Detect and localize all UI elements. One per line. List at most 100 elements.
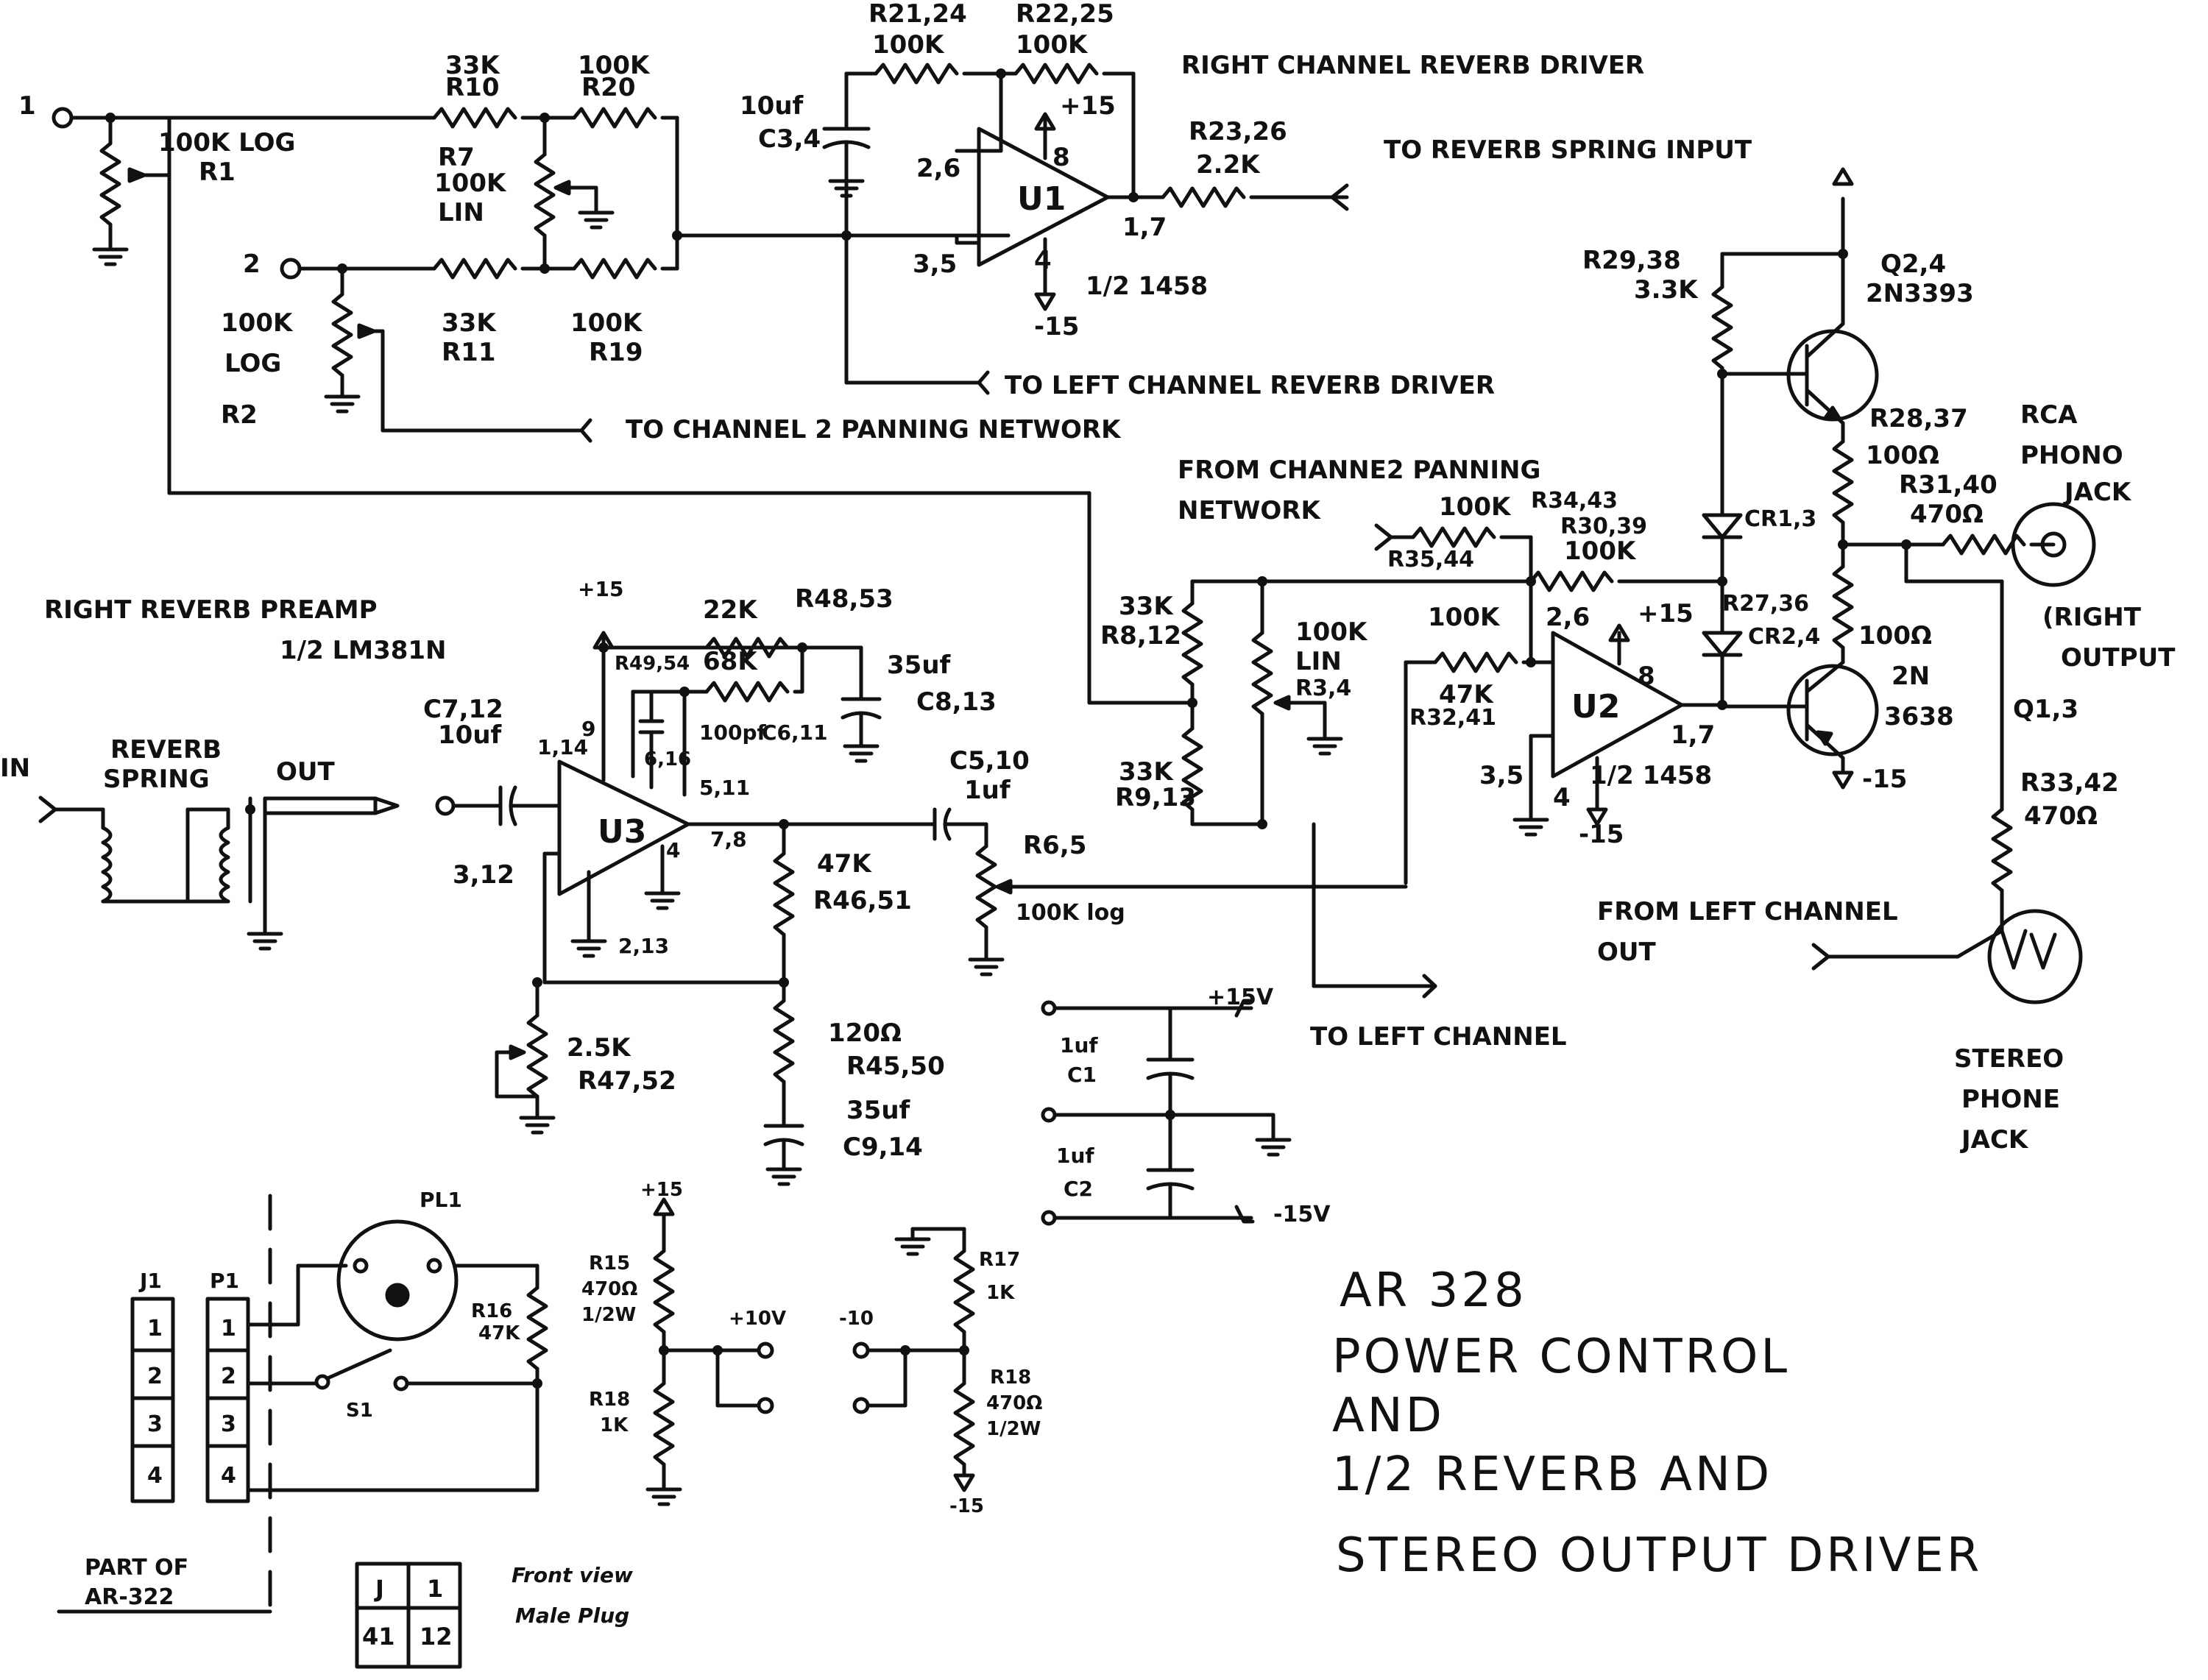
c2-value: 1uf (1056, 1144, 1094, 1168)
u3-pin-312: 3,12 (453, 860, 514, 890)
q2-ref: Q2,4 (1880, 249, 1946, 279)
component-labels: 1 2 100K LOG R1 100K LOG R2 33K R10 100K… (0, 0, 2176, 1651)
right-output-line1: (RIGHT (2042, 603, 2142, 632)
junction-dots (105, 68, 1911, 1389)
r27-ref: R27,36 (1722, 591, 1809, 617)
ps-plus15: +15 (640, 1179, 683, 1201)
u1-pin-35: 3,5 (913, 249, 957, 279)
cr13-label: CR1,3 (1744, 506, 1816, 532)
r35-value: 100K (1439, 492, 1512, 522)
rca-line1: RCA (2020, 400, 2078, 430)
p1-pin-1: 1 (221, 1316, 236, 1341)
c1-ref: C1 (1067, 1063, 1097, 1087)
r15-ref: R15 (589, 1252, 630, 1275)
r21-ref: R21,24 (868, 0, 967, 29)
to-reverb-spring-input: TO REVERB SPRING INPUT (1384, 135, 1752, 165)
r33-ref: R33,42 (2020, 768, 2119, 798)
r33-value: 470Ω (2024, 801, 2098, 831)
u3-pin-78: 7,8 (710, 827, 747, 851)
from-left-channel-out-line1: FROM LEFT CHANNEL (1597, 897, 1898, 926)
u1-pin-26: 2,6 (916, 154, 960, 183)
plug-j: J (374, 1575, 384, 1603)
r3-lin: LIN (1295, 647, 1342, 676)
plug-41: 41 (362, 1623, 395, 1651)
r19-value: 100K (570, 308, 643, 338)
r10-value: 33K (445, 51, 500, 80)
r20-ref: R20 (581, 73, 636, 102)
r47-value: 2.5K (567, 1033, 631, 1063)
r18-value: 1K (600, 1414, 629, 1436)
q1-ref: Q1,3 (2013, 695, 2078, 724)
u1-pin-4: 4 (1034, 246, 1052, 275)
q1-minus15: -15 (1862, 765, 1907, 794)
u1-minus15: -15 (1034, 312, 1079, 341)
r2-log: LOG (224, 349, 281, 378)
title-block: AR 328 POWER CONTROL AND 1/2 REVERB AND … (1332, 1263, 1982, 1583)
q1-type-line1: 2N (1892, 662, 1930, 691)
wiring (38, 65, 2096, 1669)
r46-value: 47K (817, 849, 872, 879)
u3-pin-616: 6,16 (644, 748, 691, 770)
front-view-line1: Front view (512, 1563, 633, 1587)
p1-pin-2: 2 (221, 1364, 236, 1389)
u1-type: 1/2 1458 (1086, 272, 1208, 301)
j1-pin-2: 2 (147, 1364, 163, 1389)
from-left-channel-out-line2: OUT (1597, 938, 1657, 967)
title-line-5: STEREO OUTPUT DRIVER (1336, 1528, 1982, 1583)
u2-out-pin: 1,7 (1671, 720, 1715, 750)
r2-ref: R2 (221, 400, 258, 430)
c5-ref: C5,10 (949, 746, 1030, 776)
plug-1: 1 (427, 1575, 443, 1603)
r6-ref: R6,5 (1023, 831, 1086, 860)
r34-ref: R34,43 (1531, 488, 1618, 514)
c34-ref: C3,4 (758, 124, 821, 154)
r8-ref: R8,12 (1100, 621, 1181, 651)
r31-ref: R31,40 (1899, 470, 1998, 500)
u3-pin-511: 5,11 (699, 776, 750, 800)
r3-ref: R3,4 (1295, 676, 1351, 701)
title-line-1: AR 328 (1340, 1263, 1527, 1318)
p1-pin-4: 4 (221, 1463, 236, 1489)
r7-ref: R7 (438, 143, 475, 172)
r46-ref: R46,51 (813, 886, 912, 915)
part-of-line2: AR-322 (85, 1584, 174, 1610)
u2-pin-35: 3,5 (1479, 761, 1524, 790)
title-line-3: AND (1332, 1389, 1445, 1443)
r2-value: 100K (221, 308, 294, 338)
preamp-title: RIGHT REVERB PREAMP (44, 595, 378, 625)
r31-value: 470Ω (1910, 500, 1984, 529)
r18b-ref: R18 (990, 1367, 1031, 1389)
r1-ref: R1 (199, 157, 236, 187)
r45-ref: R45,50 (846, 1052, 945, 1081)
s1-label: S1 (346, 1400, 373, 1422)
input-1-label: 1 (18, 91, 36, 121)
r18b-value: 470Ω (986, 1392, 1042, 1414)
u1-plus15: +15 (1060, 91, 1116, 121)
r10-ref: R10 (445, 73, 500, 102)
r35-ref: R35,44 (1387, 547, 1474, 573)
ps-minus15: -15 (949, 1495, 984, 1517)
c34-value: 10uf (740, 91, 804, 121)
c1-value: 1uf (1060, 1033, 1098, 1057)
r16-ref: R16 (471, 1300, 512, 1322)
r3-value: 100K (1295, 617, 1368, 647)
u1-ref: U1 (1017, 180, 1066, 218)
u2-plus15: +15 (1638, 599, 1694, 628)
to-left-channel-reverb-driver: TO LEFT CHANNEL REVERB DRIVER (1005, 371, 1495, 400)
c8-ref: C8,13 (916, 687, 997, 717)
u2-pin-8: 8 (1638, 662, 1655, 691)
r49-ref: R49,54 (615, 653, 690, 675)
p1-label: P1 (210, 1269, 239, 1293)
u3-ref: U3 (598, 813, 646, 851)
r32-value: 47K (1439, 680, 1494, 709)
p1-pin-3: 3 (221, 1411, 236, 1437)
c6-ref: C6,11 (762, 720, 828, 745)
u3-plus15: +15 (578, 577, 623, 601)
c6-value: 100pf (699, 720, 766, 745)
r17-ref: R17 (979, 1249, 1020, 1271)
from-ch2-panning-line2: NETWORK (1178, 496, 1321, 525)
r15-watts: 1/2W (581, 1304, 636, 1326)
r18-ref: R18 (589, 1389, 630, 1411)
part-of-line1: PART OF (85, 1555, 188, 1581)
